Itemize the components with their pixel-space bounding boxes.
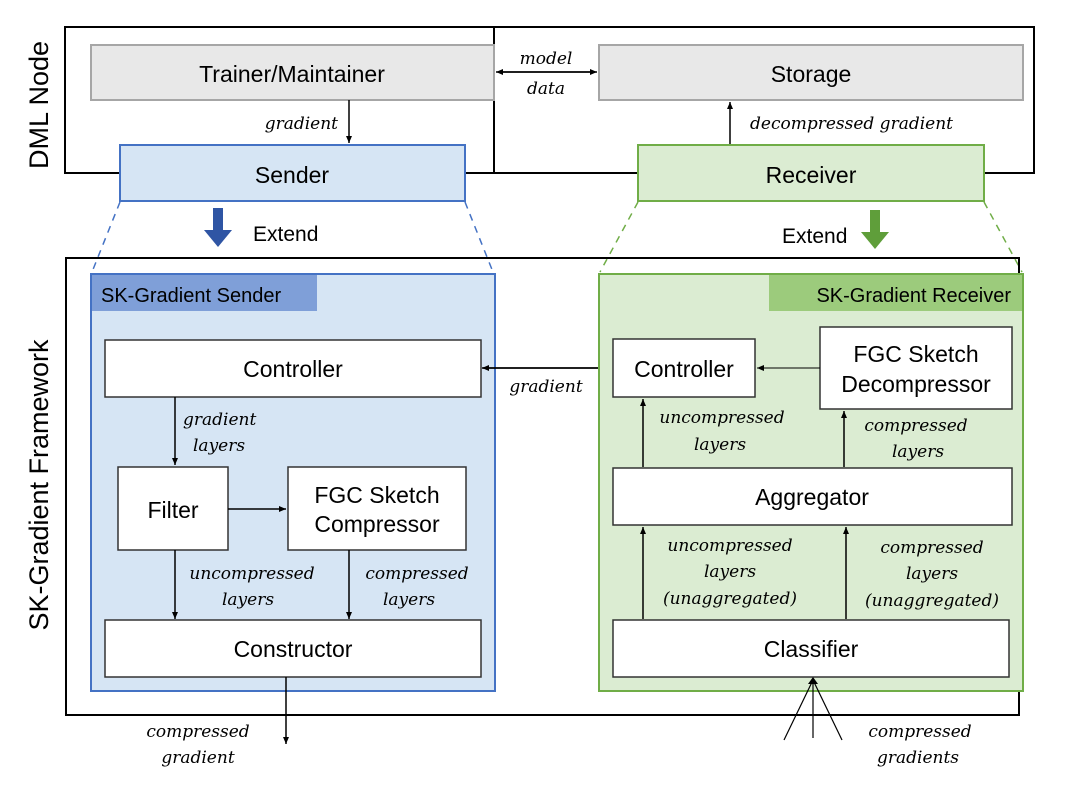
dml-node-frame-border [64, 26, 1035, 174]
decompressor-label-line1: FGC Sketch [853, 341, 978, 367]
sender-panel-title: SK-Gradient Sender [101, 285, 281, 307]
fgc-sketch-compressor-box[interactable]: FGC Sketch Compressor [287, 466, 467, 551]
constructor-box[interactable]: Constructor [104, 619, 482, 678]
receiver-extend-dash-right [983, 201, 1023, 273]
unagg-uncompressed-label-line1: uncompressed [667, 536, 792, 556]
compressed-gradients-input-label-line1: compressed [868, 722, 971, 742]
receiver-extend-arrow-icon [861, 210, 889, 249]
sender-extend-dash-left [91, 201, 121, 273]
model-label: model [520, 49, 573, 69]
sender-uncompressed-label-line1: uncompressed [189, 564, 314, 584]
receiver-compressed-label-line1: compressed [864, 416, 967, 436]
compressed-gradient-output-label-line2: gradient [161, 748, 234, 768]
constructor-label: Constructor [234, 636, 353, 662]
decompressor-label-line2: Decompressor [841, 371, 991, 397]
gradient-label-top: gradient [265, 114, 338, 134]
sender-controller-box[interactable]: Controller [104, 339, 482, 398]
compressor-label-line2: Compressor [314, 511, 440, 537]
storage-label: Storage [771, 61, 852, 87]
sender-compressed-label-line1: compressed [365, 564, 468, 584]
sender-extend-dash-right [464, 201, 494, 273]
receiver-controller-box[interactable]: Controller [612, 338, 756, 398]
unagg-compressed-label-line3: (unaggregated) [865, 591, 999, 611]
sender-box[interactable]: Sender [119, 144, 466, 202]
filter-label: Filter [147, 497, 198, 523]
dml-node-section-label: DML Node [24, 41, 54, 169]
unagg-compressed-label-line2: layers [906, 564, 958, 584]
aggregator-label: Aggregator [755, 484, 869, 510]
trainer-maintainer-label: Trainer/Maintainer [199, 61, 385, 87]
storage-box[interactable]: Storage [598, 44, 1024, 101]
controller-link-gradient-label: gradient [509, 377, 582, 397]
classifier-box[interactable]: Classifier [612, 619, 1010, 678]
decompressed-gradient-label: decompressed gradient [750, 114, 953, 134]
unagg-uncompressed-label-line3: (unaggregated) [663, 589, 797, 609]
unagg-uncompressed-label-line2: layers [704, 562, 756, 582]
sender-compressed-label-line2: layers [383, 590, 435, 610]
receiver-compressed-label-line2: layers [892, 442, 944, 462]
compressor-label-line1: FGC Sketch [314, 482, 439, 508]
trainer-maintainer-box[interactable]: Trainer/Maintainer [90, 44, 495, 101]
compressed-gradients-input-label-line2: gradients [877, 748, 959, 768]
sender-extend-arrow-icon [204, 208, 232, 247]
compressed-gradients-input-arrows [783, 677, 843, 741]
gradient-layers-label-line1: gradient [183, 410, 256, 430]
sender-uncompressed-label-line2: layers [222, 590, 274, 610]
sender-extend-label: Extend [253, 223, 318, 246]
sender-controller-label: Controller [243, 356, 343, 382]
data-label: data [527, 79, 565, 99]
compressed-gradient-output-label-line1: compressed [146, 722, 249, 742]
receiver-uncompressed-label-line1: uncompressed [659, 408, 784, 428]
fgc-sketch-decompressor-box[interactable]: FGC Sketch Decompressor [819, 326, 1013, 410]
unagg-compressed-label-line1: compressed [880, 538, 983, 558]
receiver-uncompressed-label-line2: layers [694, 435, 746, 455]
receiver-extend-dash-left [599, 201, 639, 273]
aggregator-box[interactable]: Aggregator [612, 467, 1013, 526]
sender-label: Sender [255, 162, 330, 188]
framework-section-label: SK-Gradient Framework [24, 339, 54, 631]
receiver-panel-title: SK-Gradient Receiver [816, 285, 1011, 307]
receiver-box[interactable]: Receiver [637, 144, 985, 202]
receiver-extend-label: Extend [782, 225, 847, 248]
gradient-layers-label-line2: layers [193, 436, 245, 456]
classifier-label: Classifier [764, 636, 859, 662]
filter-box[interactable]: Filter [117, 466, 229, 551]
receiver-label: Receiver [766, 162, 857, 188]
receiver-controller-label: Controller [634, 356, 734, 382]
